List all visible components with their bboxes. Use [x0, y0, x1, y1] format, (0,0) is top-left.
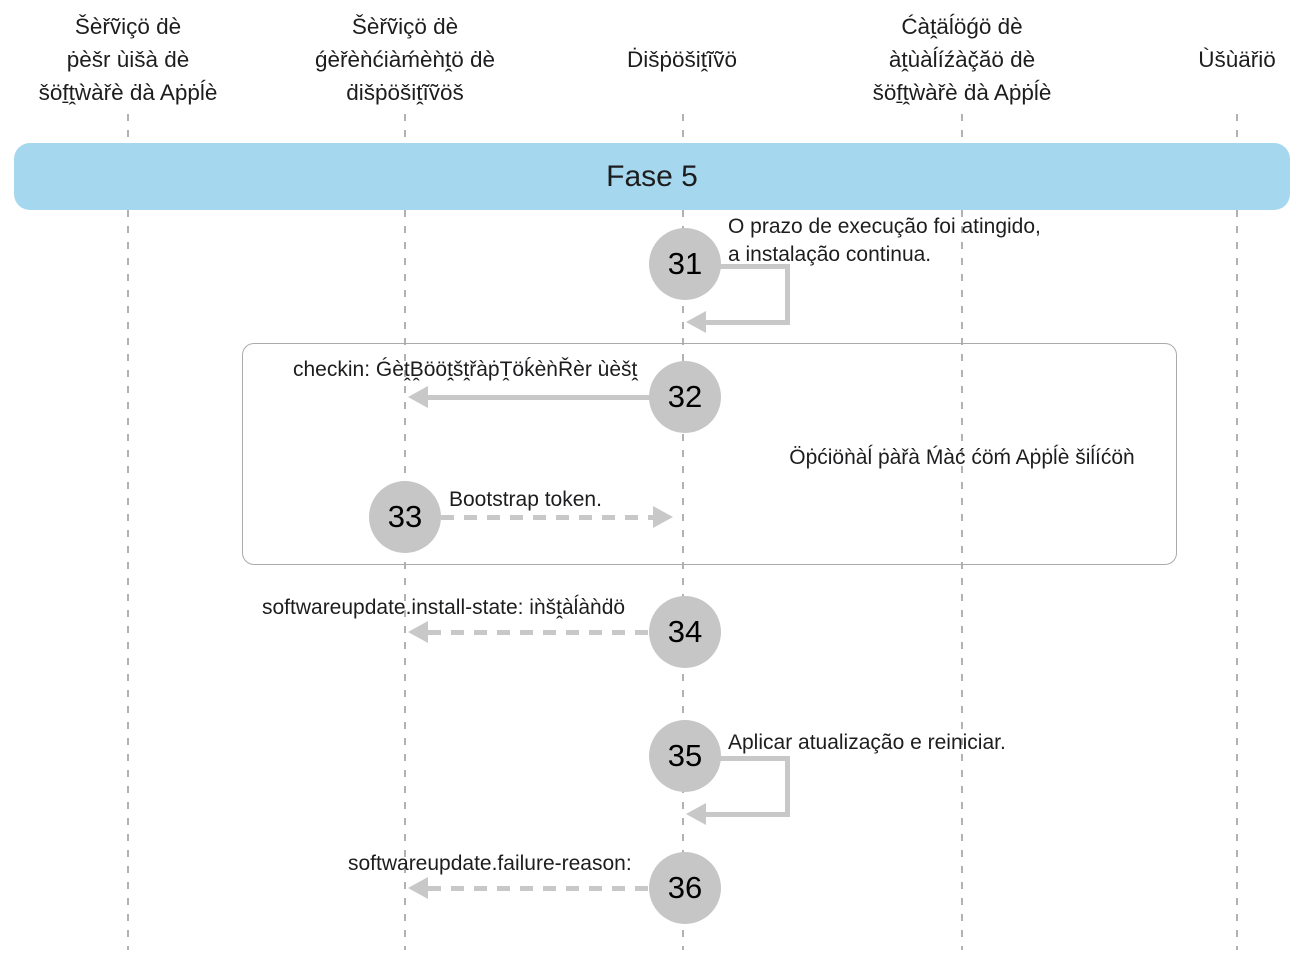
lifeline-device — [682, 114, 684, 950]
step-32-label: checkin: ǴèṱB̭ööṱšṱřàṗṰöḱèǹŘèr ùèšṱ — [293, 358, 638, 381]
step-36-arrow-line — [428, 886, 649, 891]
step-32-arrow-line — [428, 395, 651, 400]
step-34-arrow-line — [428, 630, 649, 635]
step-34-number: 34 — [667, 614, 703, 649]
lifeline-apple-software-lookup-service — [127, 114, 129, 950]
lifeline-apple-software-update-catalog — [961, 114, 963, 950]
step-33-arrow-line — [441, 515, 653, 520]
step-35-badge: 35 — [649, 720, 721, 792]
step-32-badge: 32 — [649, 361, 721, 433]
step-31-number: 31 — [667, 246, 703, 281]
step-32-arrowhead-left-icon — [408, 386, 428, 408]
step-34-badge: 34 — [649, 596, 721, 668]
lifeline-header-device: Ḋišṗöšiṱĩṽö — [626, 47, 738, 72]
step-33-number: 33 — [387, 499, 423, 534]
optional-group-box — [242, 343, 1177, 565]
step-35-arrowhead-left-icon — [686, 803, 706, 825]
step-35-loop-bottom-line — [706, 812, 790, 817]
lifeline-header-user: Ùšùäřiö — [1198, 47, 1276, 72]
step-31-label: O prazo de execução foi atingido, a inst… — [728, 215, 1041, 266]
step-34-arrowhead-left-icon — [408, 621, 428, 643]
step-35-label: Aplicar atualização e reiniciar. — [728, 731, 1006, 754]
step-34-label: softwareupdate.install-state: iǹšṱàĺàǹḋö — [262, 596, 626, 619]
step-33-badge: 33 — [369, 481, 441, 553]
phase-banner-label: Fase 5 — [606, 159, 698, 193]
lifeline-header-device-management-service: Šèřṽiçö ḋè ǵèřèǹćiàḿèǹṱö ḋè ḋišṗöšiṱĩṽöš — [314, 14, 496, 105]
lifeline-header-apple-software-lookup-service: Šèřṽiçö ḋè ṗèšr ùišà ḋè šöf̱ṱẁàřè ḋà Aṗṗ… — [38, 14, 218, 105]
step-35-loop-right-line — [785, 756, 790, 817]
step-31-badge: 31 — [649, 228, 721, 300]
step-36-badge: 36 — [649, 852, 721, 924]
step-31-arrowhead-left-icon — [686, 311, 706, 333]
step-35-number: 35 — [667, 738, 703, 773]
step-31-loop-right-line — [785, 264, 790, 325]
step-31-loop-bottom-line — [706, 320, 790, 325]
step-33-arrowhead-right-icon — [653, 506, 673, 528]
step-35-loop-top-line — [685, 756, 790, 761]
optional-group-note: Öṗćiöǹàĺ ṗàřà Ḿàć ćöḿ Aṗṗĺè šiĺíćöǹ — [789, 446, 1135, 469]
lifeline-user — [1236, 114, 1238, 950]
step-33-label: Bootstrap token. — [449, 488, 602, 511]
step-31-loop-top-line — [685, 264, 790, 269]
step-36-arrowhead-left-icon — [408, 877, 428, 899]
phase-banner: Fase 5 — [14, 143, 1290, 210]
lifeline-header-apple-software-update-catalog: Ćàṱäĺöǵö ḋè àṱùàĺíźàç̌ăö ḋè šöf̱ṱẁàřè ḋà… — [872, 14, 1052, 105]
step-36-number: 36 — [667, 870, 703, 905]
step-32-number: 32 — [667, 379, 703, 414]
step-36-label: softwareupdate.failure-reason: — [348, 852, 632, 875]
